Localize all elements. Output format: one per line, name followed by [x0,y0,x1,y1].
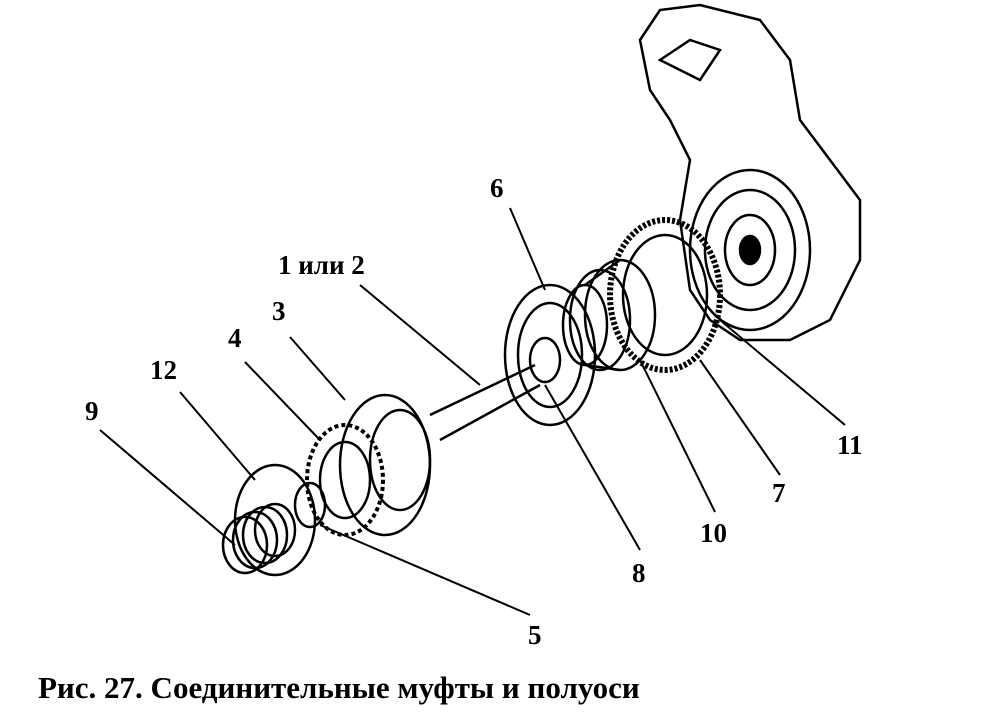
label-7: 7 [772,478,786,508]
label-3: 3 [272,296,286,326]
figure-caption: Рис. 27. Соединительные муфты и полуоси [38,670,640,705]
transmission-housing [638,3,862,342]
label-9: 9 [85,396,99,426]
label-4: 4 [228,323,242,353]
label-5: 5 [528,620,542,650]
flange-6 [503,283,597,427]
label-8: 8 [632,558,646,588]
leader-lines [99,207,846,616]
label-1-or-2: 1 или 2 [278,250,365,280]
label-6: 6 [490,173,504,203]
seal-7 [607,217,723,373]
label-12: 12 [150,355,177,385]
flange-3 [338,393,432,537]
boot-10 [561,258,657,372]
label-11: 11 [837,430,863,460]
washer-5 [293,481,327,529]
label-10: 10 [700,518,727,548]
half-shaft [429,363,541,442]
spring-9 [221,502,297,575]
